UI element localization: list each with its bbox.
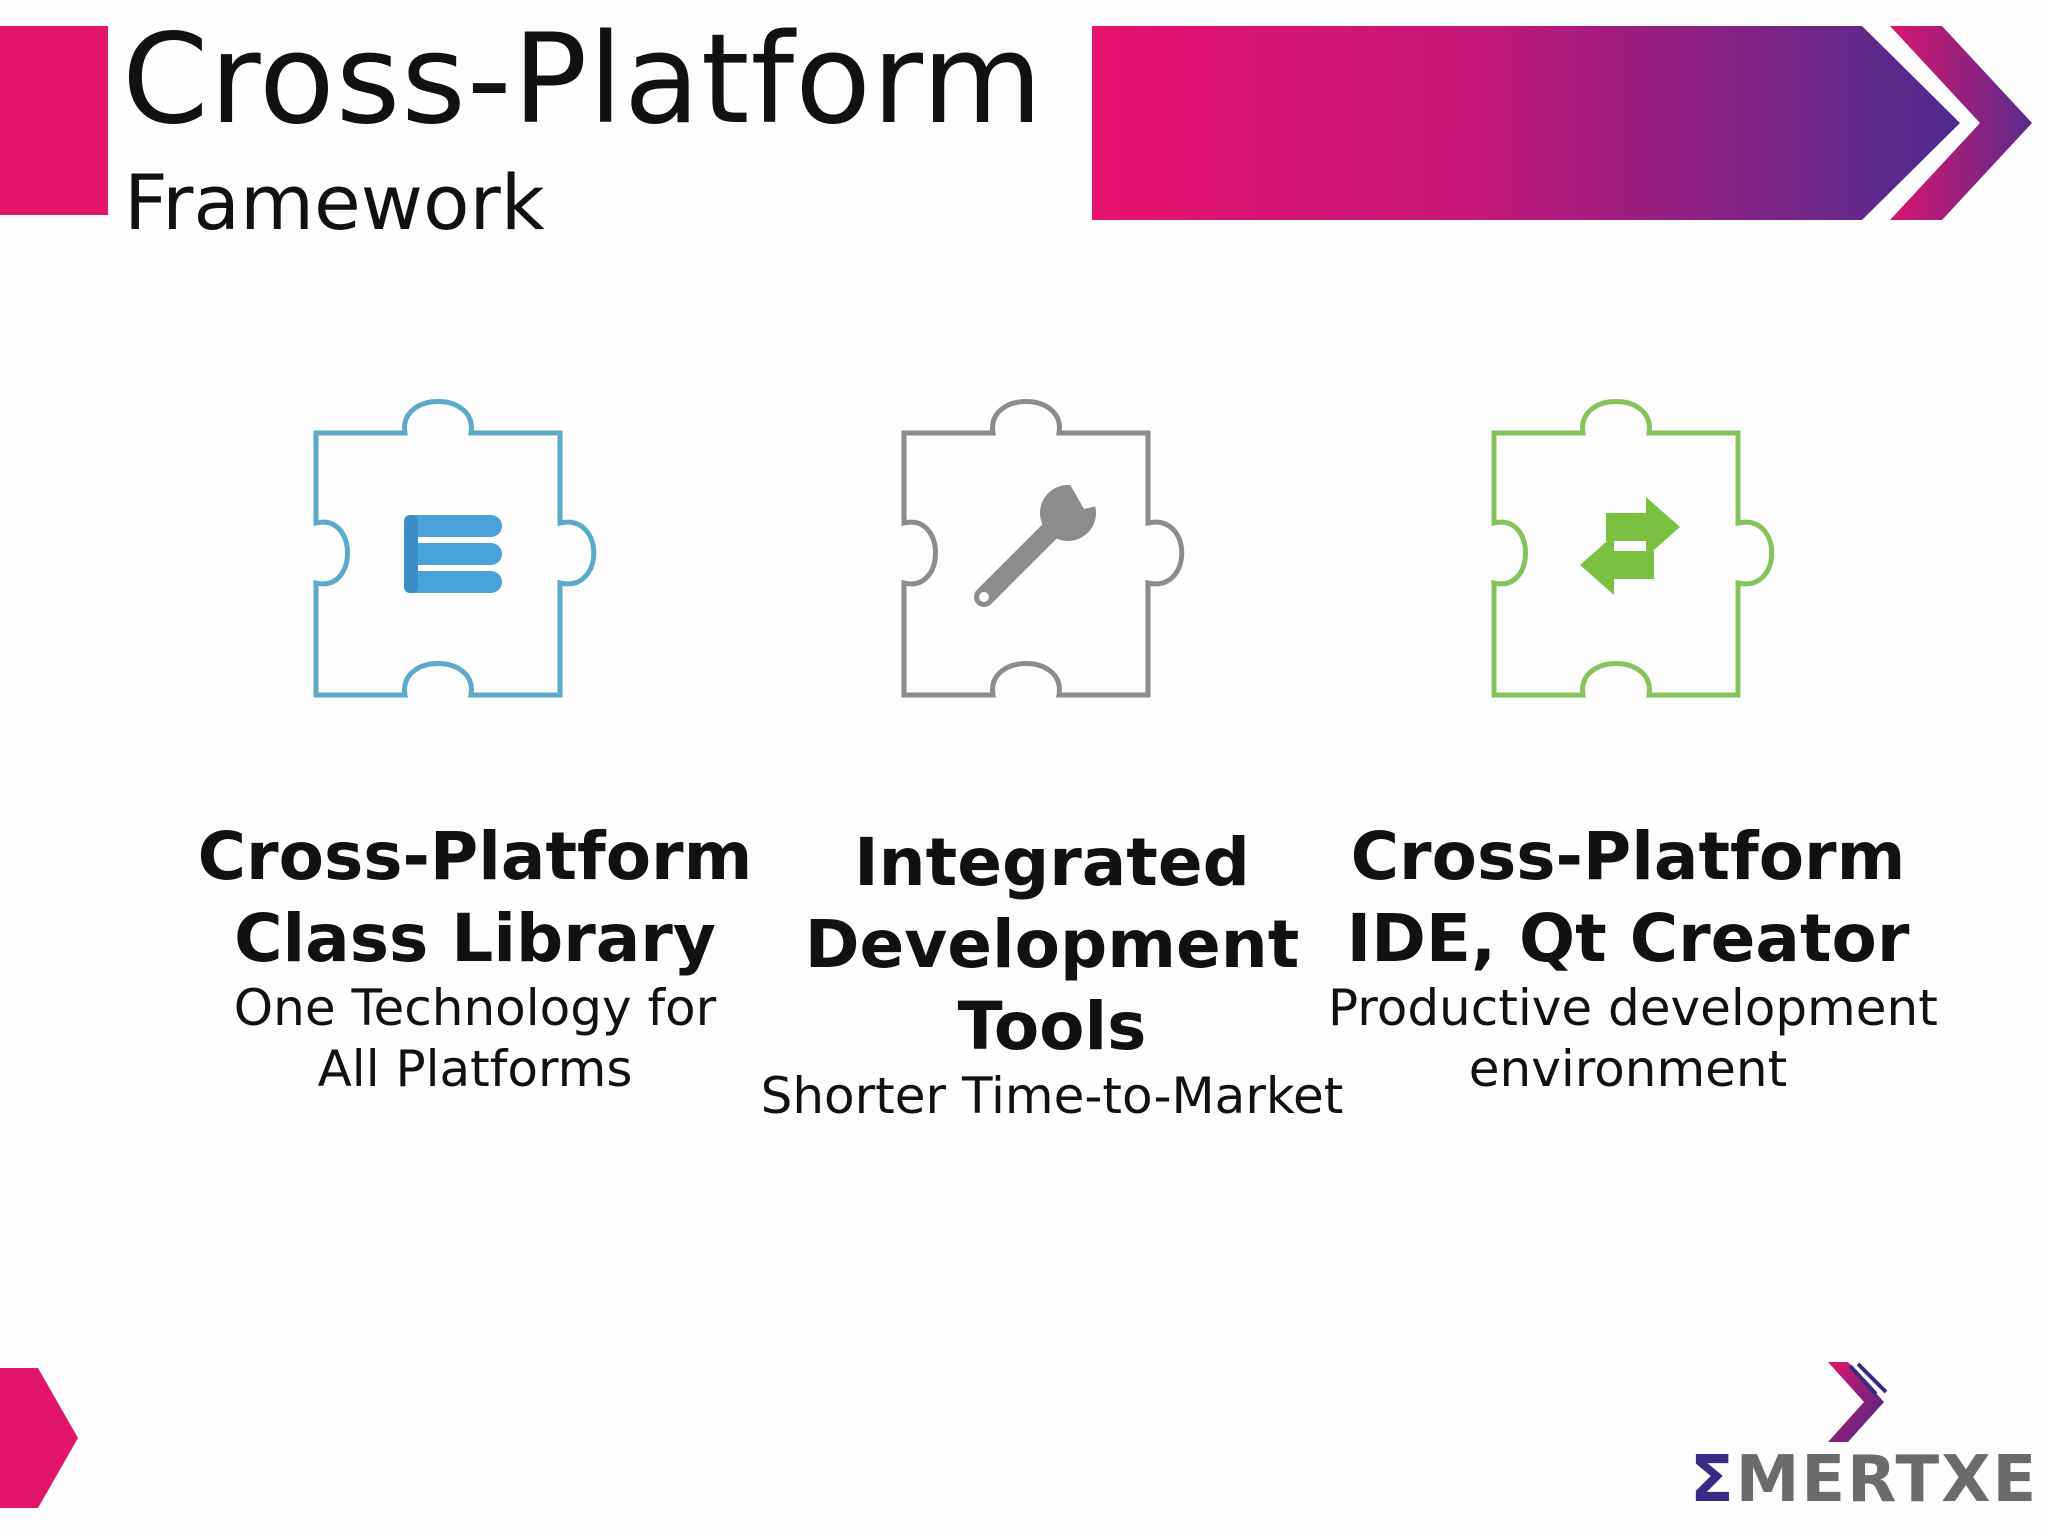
card-description-line: Shorter Time-to-Market bbox=[760, 1067, 1344, 1125]
card-heading-line: IDE, Qt Creator bbox=[1346, 900, 1910, 977]
card-heading-line: Tools bbox=[957, 988, 1147, 1065]
logo-wordmark: ΣMERTXE bbox=[1690, 1448, 2036, 1512]
corner-arrow-accent bbox=[0, 1368, 78, 1508]
library-stack-icon bbox=[404, 515, 502, 593]
card-description-line: All Platforms bbox=[317, 1040, 633, 1098]
wrench-icon bbox=[974, 469, 1110, 607]
puzzle-piece-gray bbox=[901, 399, 1185, 698]
card-description-line: environment bbox=[1468, 1040, 1788, 1098]
emertxe-logo: ΣMERTXE bbox=[1690, 1360, 2036, 1520]
left-accent-bar bbox=[0, 26, 108, 215]
card-description-line: One Technology for bbox=[233, 979, 717, 1037]
slide-subtitle: Framework bbox=[124, 158, 545, 247]
gradient-chevron-banner bbox=[1092, 26, 2032, 220]
logo-sigma: Σ bbox=[1690, 1443, 1736, 1517]
exchange-arrows-icon bbox=[1580, 497, 1680, 595]
puzzle-piece-green bbox=[1491, 399, 1775, 698]
card-heading-line: Integrated bbox=[854, 824, 1250, 901]
card-heading-line: Class Library bbox=[234, 900, 716, 977]
card-heading-line: Cross-Platform bbox=[197, 818, 753, 895]
logo-chevron-icon bbox=[1828, 1362, 1888, 1442]
logo-text: MERTXE bbox=[1735, 1443, 2039, 1517]
puzzle-piece-blue bbox=[313, 399, 597, 698]
card-description-line: Productive development bbox=[1328, 979, 1938, 1037]
slide-title: Cross-Platform bbox=[122, 8, 1044, 152]
card-heading-line: Development bbox=[804, 906, 1300, 983]
card-heading-line: Cross-Platform bbox=[1350, 818, 1906, 895]
